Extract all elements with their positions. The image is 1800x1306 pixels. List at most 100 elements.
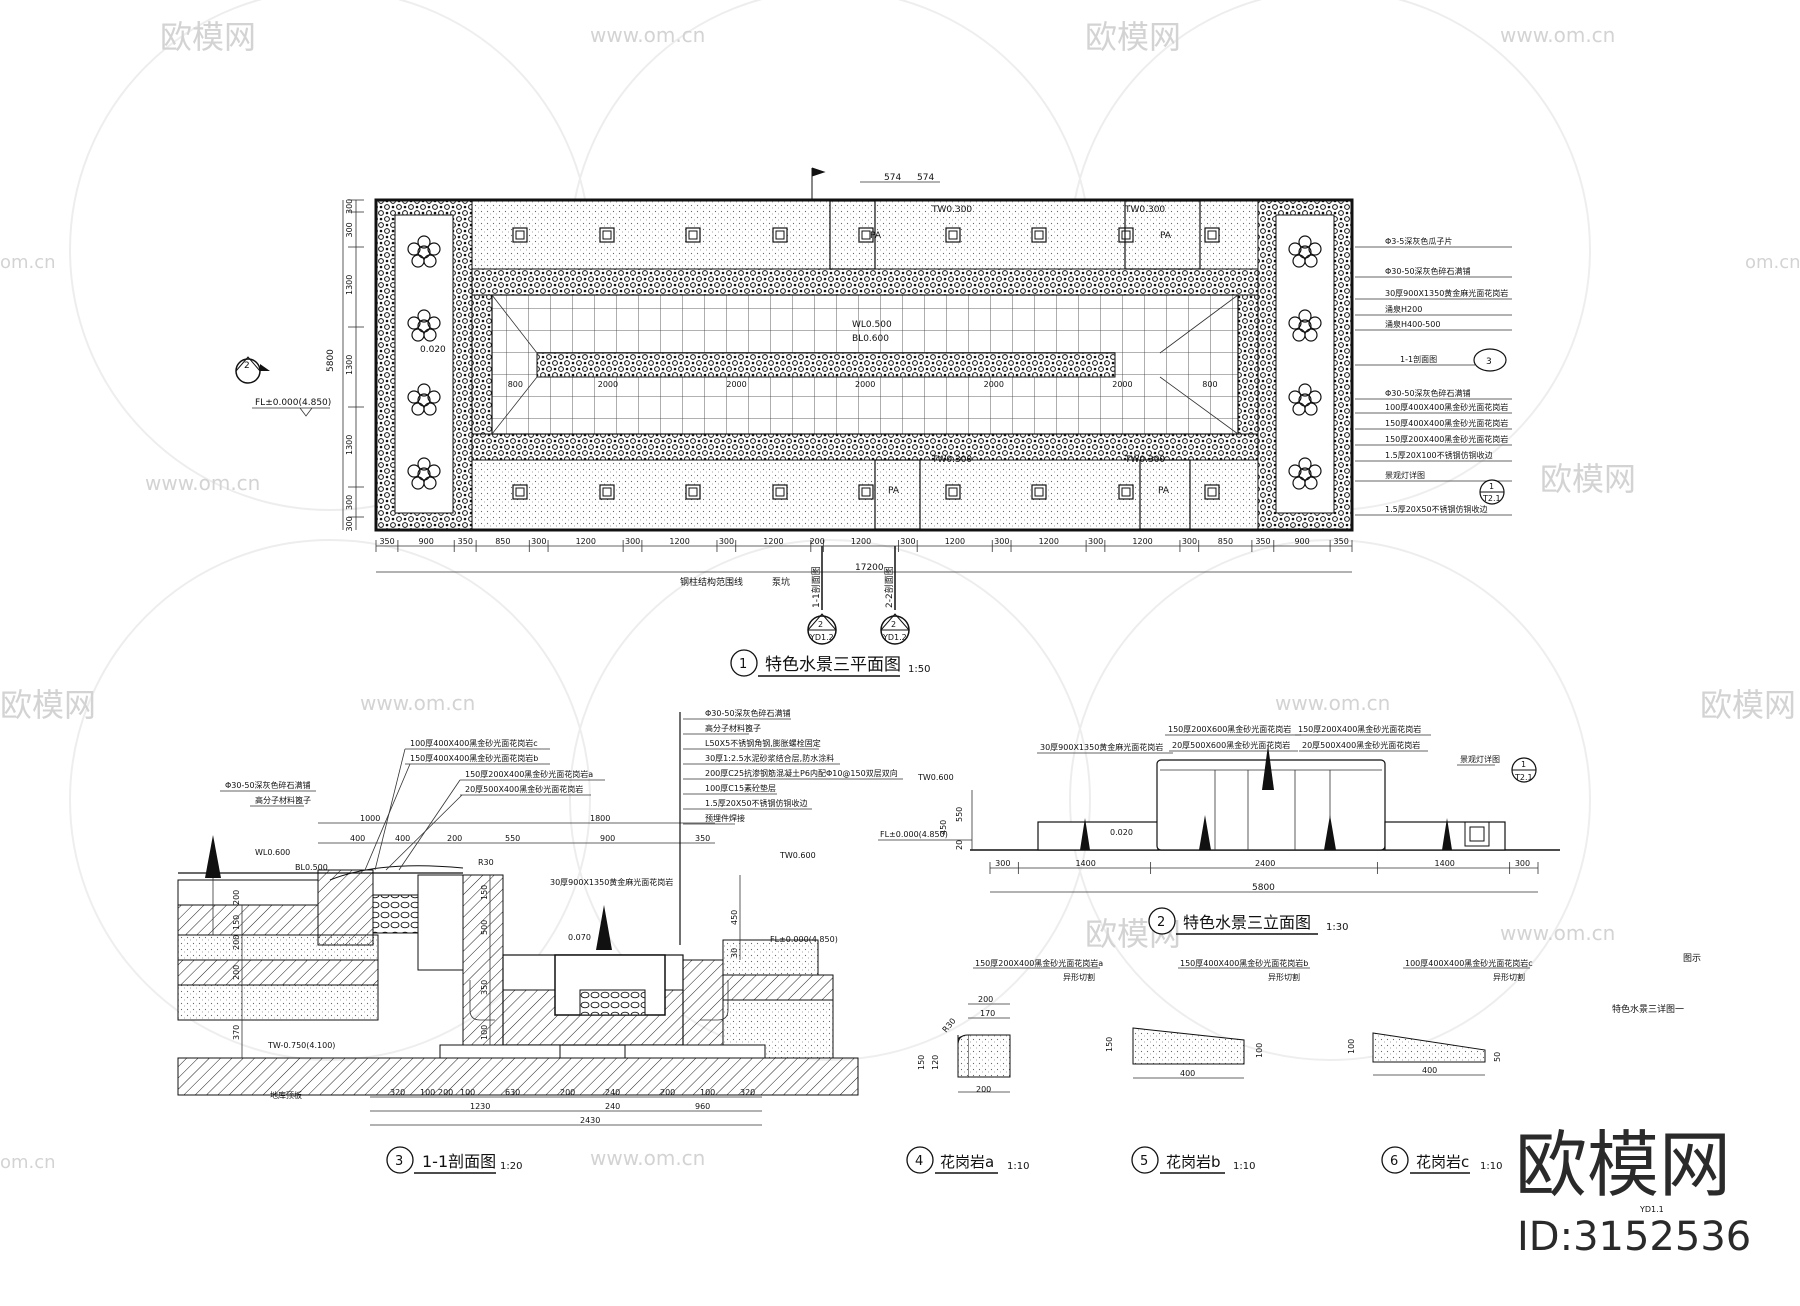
wm-url-4: www.om.cn [360,691,475,715]
section-bottom-total: 960 [695,1102,710,1111]
section-top-dim: 400 [395,834,410,843]
plan-detail-tag-num: 1 [1489,482,1494,491]
section-right-wall [682,959,724,1046]
fountain-square [1204,227,1220,243]
fountain-square [512,227,528,243]
section-note-top: Φ30-50深灰色碎石满铺 [705,708,791,718]
section-note-top: 30厚1:2.5水泥砂浆结合层,防水涂料 [705,753,834,763]
section-bottom-dim: 320 [740,1088,755,1097]
fountain-square-inner [688,230,698,240]
plan-inner-dim: 800 [1202,380,1217,389]
granite-b-note2: 异形切割 [1268,972,1300,982]
section-left-vert: 200 [232,890,241,905]
plan-bottom-dim: 1200 [1132,537,1152,546]
fountain-square [772,484,788,500]
plan-bottom-dim: 1200 [1039,537,1059,546]
section-left-vert: 370 [232,1025,241,1040]
wm-url-2: www.om.cn [1500,23,1615,47]
fountain-square [1031,227,1047,243]
granite-a-dim-120: 120 [931,1055,940,1070]
plan-tw-2: TW0.300 [1124,205,1165,215]
plan-bottom-dim: 1200 [851,537,871,546]
section-note-top: 高分子材料篦子 [705,723,761,733]
plan-right-note: Φ3-5深灰色瓜子片 [1385,236,1452,246]
fountain-square-inner [515,230,525,240]
plan-left-dim: 1300 [345,435,354,455]
section-bottom-dim: 100 [460,1088,475,1097]
section-top-dim: 350 [695,834,710,843]
fountain-square [685,484,701,500]
plan-inner-dim: 800 [508,380,523,389]
granite-b-detail: 150厚400X400黑金砂光面花岗岩b 异形切割 400 150 100 5 … [1105,958,1310,1174]
plan-title: 特色水景三平面图 [765,655,901,675]
granite-b-note1: 150厚400X400黑金砂光面花岗岩b [1180,958,1308,968]
plan-section-mark-1: 1-1剖面图 [810,566,822,608]
plan-bottom-dim: 1200 [763,537,783,546]
section-notes-top: Φ30-50深灰色碎石满铺高分子材料篦子L50X5不锈钢角钢,膨胀螺栓固定30厚… [683,708,903,825]
section-bottom-dim: 240 [605,1088,620,1097]
big-id: ID:3152536 [1517,1214,1751,1260]
plan-bottom-dim: 1200 [576,537,596,546]
plan-right-note: 涌泉H200 [1385,304,1422,314]
plan-right-tag-num: 3 [1486,357,1492,367]
plan-bottom-dim: 1200 [945,537,965,546]
elev-vert-2: 450 [939,820,948,835]
plan-right-note: Φ30-50深灰色碎石满铺 [1385,388,1471,398]
plan-left-dim: 300 [345,495,354,510]
section-note-top: 200厚C25抗渗钢筋混凝土P6内配Φ10@150双层双向 [705,768,898,778]
plan-title-block: 1 特色水景三平面图 1:50 [730,649,930,677]
section-bottom-dim: 100 [700,1088,715,1097]
plan-center-pebble-line [536,352,1116,378]
section-note-top: 100厚C15素砼垫层 [705,783,776,793]
section-bottom-dim: 200 [438,1088,453,1097]
plan-inner-dim: 2000 [726,380,746,389]
sheet-number: YD1.1 [1639,1205,1664,1214]
section-left-vert: 200 [232,935,241,950]
elevation-left-block [1037,821,1159,851]
plan-bottom-dim: 1200 [669,537,689,546]
plan-total-width: 17200 [855,563,884,573]
plan-left-dim: 300 [345,199,354,214]
granite-c-index: 6 [1390,1154,1398,1169]
plan-left-dim: 1300 [345,355,354,375]
big-brand: 欧模网 [1515,1123,1731,1207]
granite-b-title: 花岗岩b [1166,1153,1221,1171]
elevation-dim: 300 [995,859,1010,868]
sheet-info: 图示 特色水景三详图一 YD1.1 [1612,953,1701,1214]
plan-fountain-squares [512,227,1220,500]
granite-a-title: 花岗岩a [940,1153,994,1171]
elev-vert-3: 20 [955,840,964,850]
wm-side-1: om.cn [0,252,56,273]
elev-tag-sheet: T2.1 [1514,773,1533,782]
section-scale: 1:20 [500,1161,522,1172]
plan-bottom-dim: 300 [900,537,915,546]
plan-bottom-dim: 900 [1294,537,1309,546]
granite-b-dim-150: 150 [1105,1037,1114,1052]
section-note-left: 150厚400X400黑金砂光面花岗岩b [410,753,538,763]
section-r30: R30 [478,858,494,867]
granite-b-scale: 1:10 [1233,1161,1255,1172]
section-top-dim: 1800 [590,814,610,823]
granite-c-dim-50: 50 [1493,1052,1502,1062]
elevation-total: 5800 [1252,883,1275,893]
granite-a-dim-170: 170 [980,1009,995,1018]
fountain-square-inner [775,230,785,240]
section-title-block: 3 1-1剖面图 1:20 [386,1146,522,1174]
fountain-square-inner [1034,230,1044,240]
plan-flower-ornaments [407,235,1322,490]
plan-right-note: 150厚200X400黑金砂光面花岗岩 [1385,434,1508,444]
plan-left-dim: 1300 [345,275,354,295]
plan-pa-2: PA [1160,231,1172,241]
elevation-title-block: 2 特色水景三立面图 1:30 [1148,907,1348,935]
plan-bottom-band [471,433,1259,461]
wm-brand-4: 欧模网 [0,686,96,724]
elev-level-tw: TW0.600 [917,773,954,782]
wm-url-1: www.om.cn [590,23,705,47]
elev-level-fl: FL±0.000(4.850) [880,830,948,839]
granite-a-dim-200: 200 [978,995,993,1004]
elevation-note: 30厚900X1350黄金麻光面花岗岩 [1040,742,1163,752]
fountain-square-inner [861,487,871,497]
